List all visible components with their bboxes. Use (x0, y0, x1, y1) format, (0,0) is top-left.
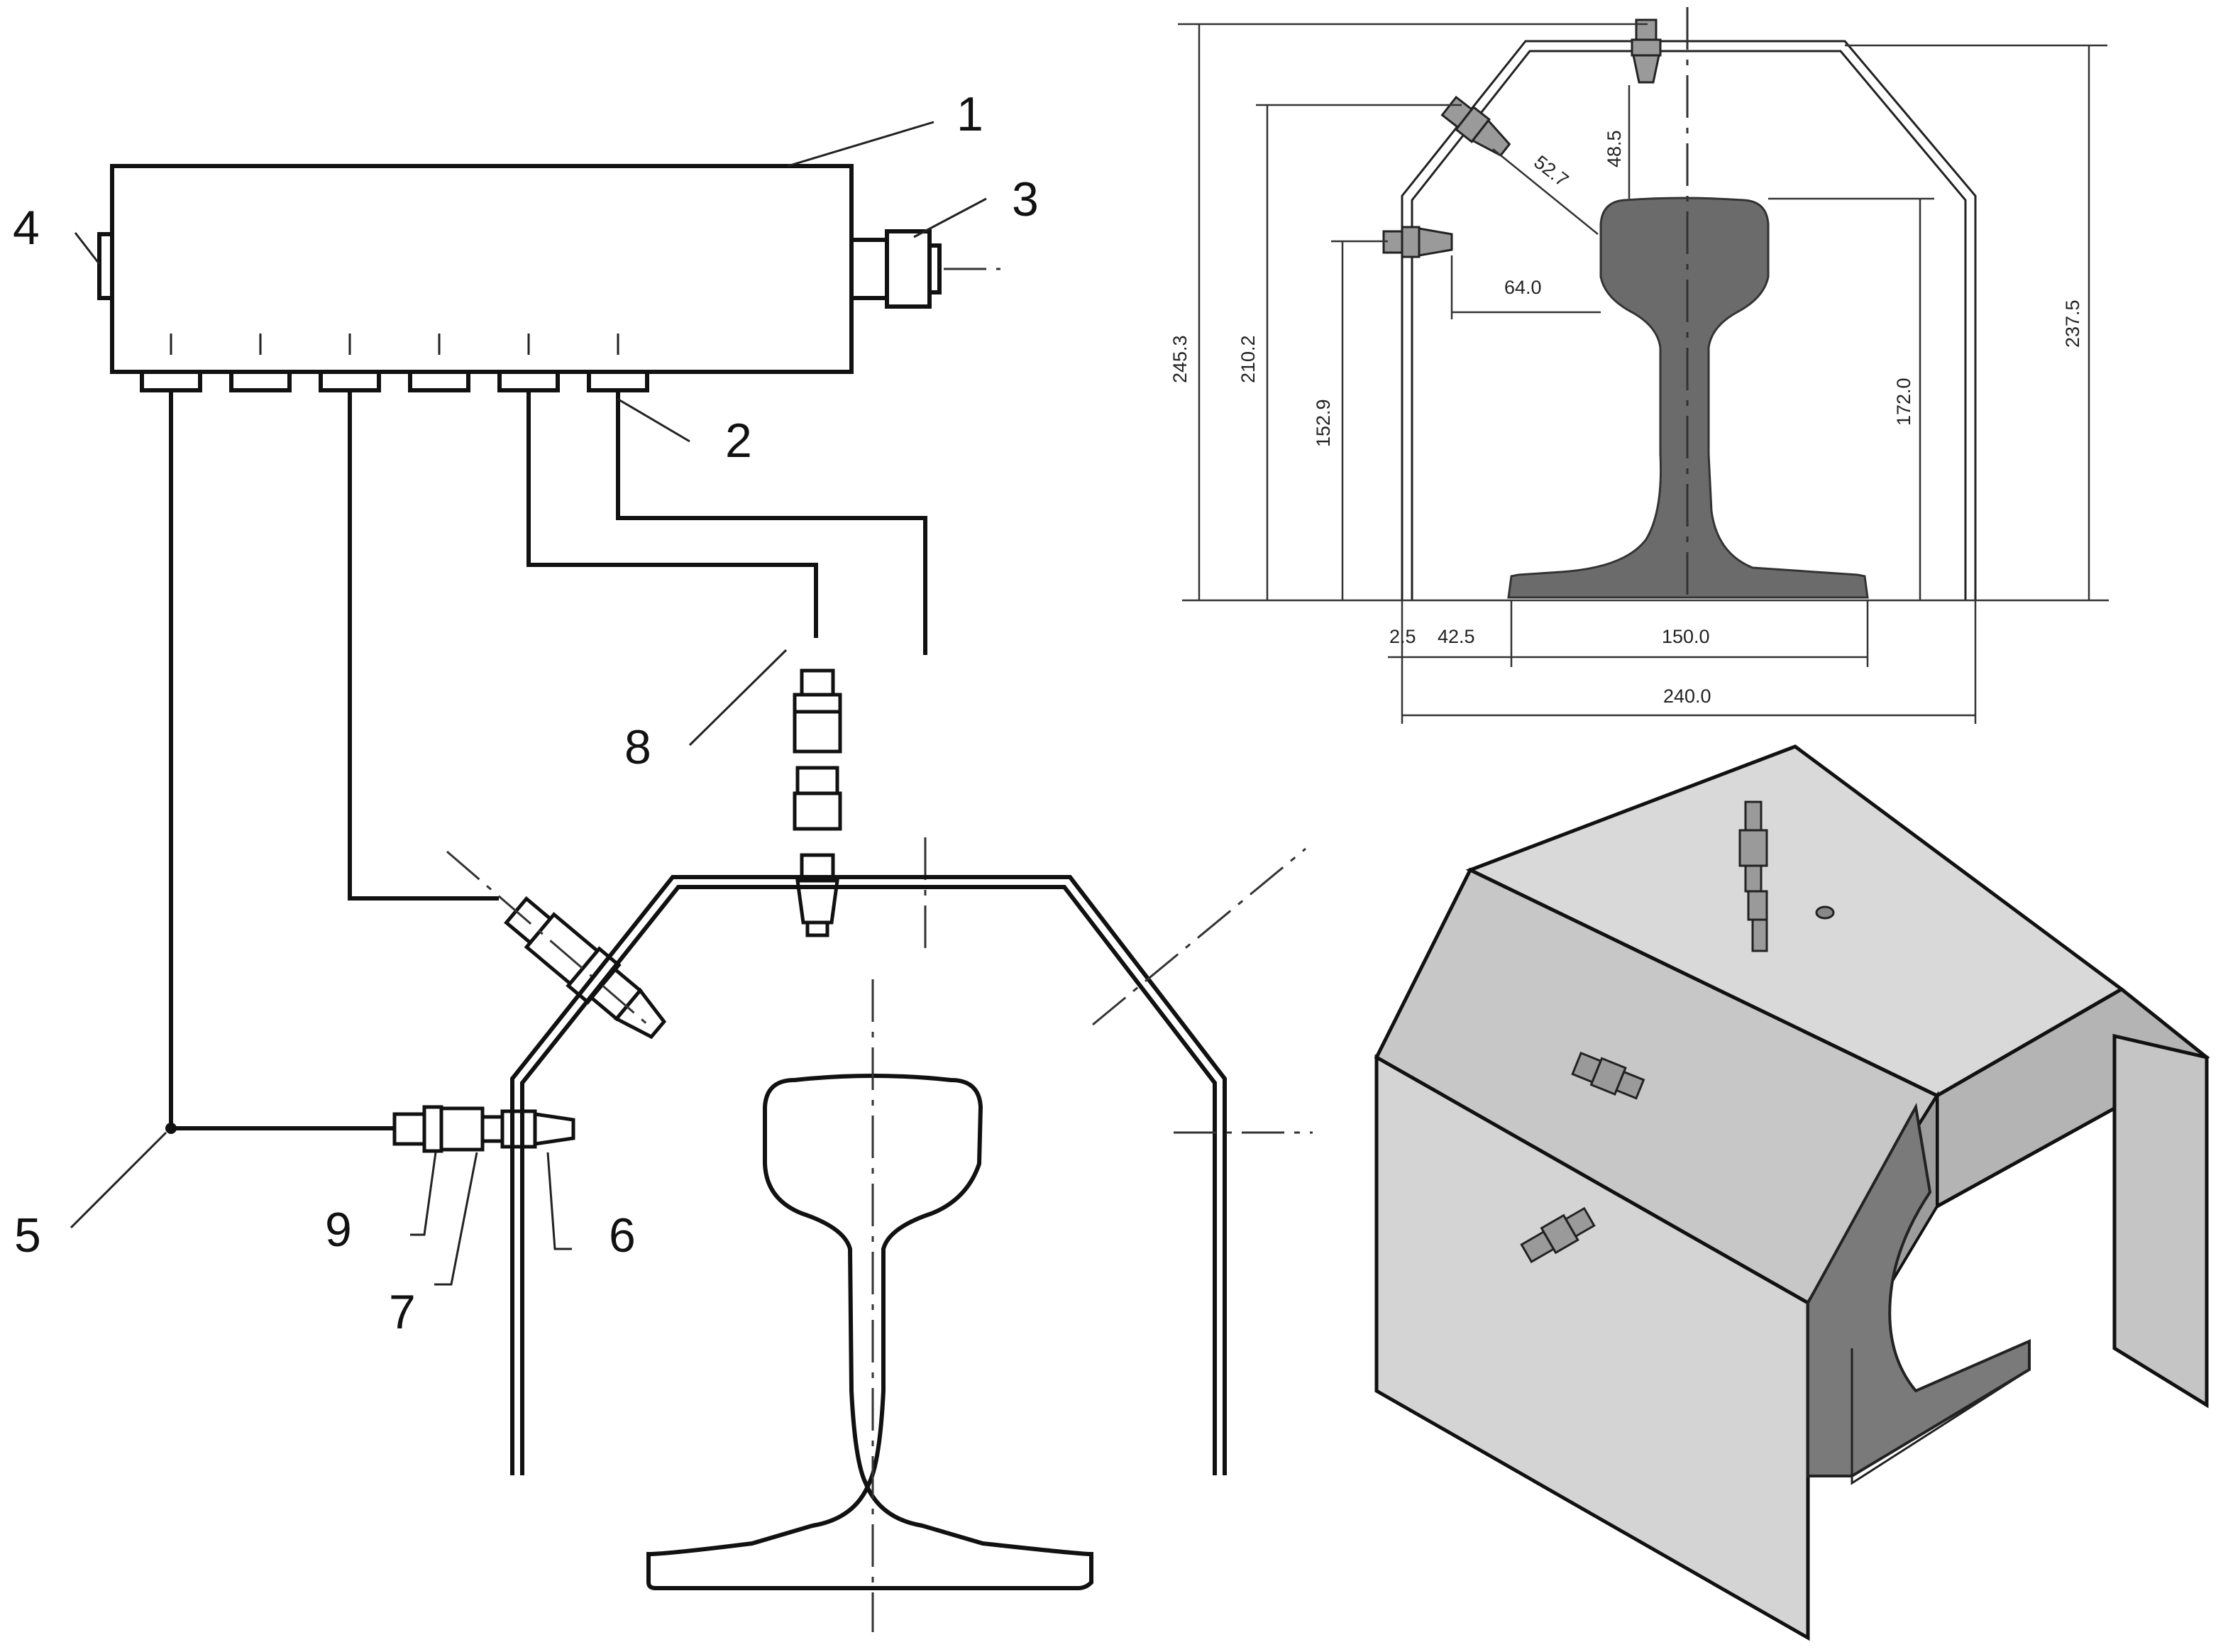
dim-48-5: 48.5 (1604, 130, 1625, 167)
angled-nozzle-assembly (504, 896, 667, 1040)
cover-section (510, 875, 1227, 1475)
piping (165, 388, 927, 1134)
outlet-ports (140, 334, 649, 392)
leader-lines (70, 121, 987, 1286)
callout-3: 3 (1012, 172, 1039, 226)
schematic-view: 1 2 3 4 5 6 7 8 9 (13, 87, 1313, 1632)
inlet-fitting (849, 229, 1000, 309)
dim-150-0: 150.0 (1662, 626, 1710, 647)
rail-section-filled (1507, 197, 1869, 599)
top-nozzle-assembly (793, 668, 842, 937)
cover-left-wall (1374, 1054, 1810, 1641)
cover-right-wall (2112, 1033, 2209, 1409)
callout-7: 7 (389, 1285, 416, 1339)
dim-2-5: 2.5 (1389, 626, 1416, 647)
side-port (97, 232, 114, 300)
horizontal-dimensions (1388, 148, 1977, 724)
dim-42-5: 42.5 (1438, 626, 1475, 647)
vertical-dimensions (1178, 23, 2107, 600)
callout-9: 9 (325, 1203, 352, 1257)
callout-1: 1 (956, 87, 983, 141)
rail-inside (1807, 1102, 2031, 1477)
dim-245-3: 245.3 (1169, 335, 1191, 383)
dim-210-2: 210.2 (1237, 335, 1259, 383)
callout-6: 6 (609, 1208, 636, 1262)
dim-64-0: 64.0 (1504, 277, 1542, 298)
dim-152-9: 152.9 (1313, 399, 1334, 447)
callout-5: 5 (14, 1208, 41, 1262)
dim-172-0: 172.0 (1893, 378, 1914, 426)
dim-237-5: 237.5 (2062, 299, 2083, 348)
dim-240-0: 240.0 (1663, 685, 1711, 707)
callout-4: 4 (13, 201, 40, 255)
iso-nozzles (1520, 800, 1835, 1264)
rail-profile (646, 1074, 1093, 1590)
callout-2: 2 (725, 414, 752, 468)
manifold-body (110, 164, 854, 374)
section-nozzles (1382, 18, 1662, 258)
side-nozzle-assembly (392, 1105, 575, 1153)
dimensioned-section-view: 245.3 210.2 152.9 237.5 172.0 48.5 52.7 … (1169, 7, 2109, 724)
isometric-view (1374, 744, 2210, 1641)
callout-8: 8 (624, 720, 651, 774)
